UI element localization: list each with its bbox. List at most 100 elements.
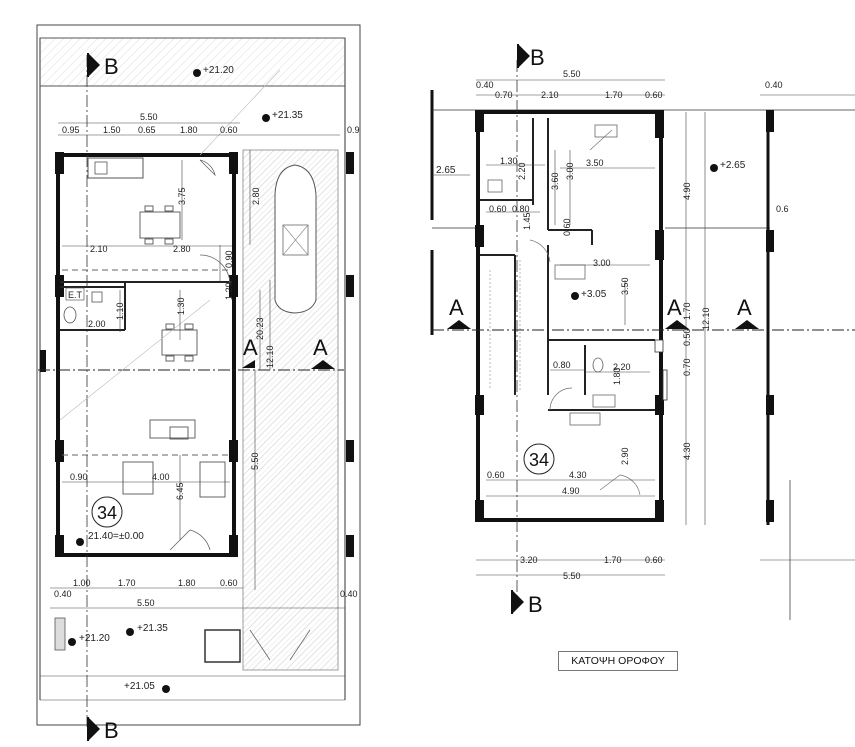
upper-section-marker-a-mid: A [665, 295, 689, 329]
dim-text: 1.80 [612, 367, 622, 385]
dim-text: 1.80 [180, 125, 198, 135]
unit-number: 34 [97, 503, 117, 523]
upper-section-marker-a-left: A [447, 295, 471, 329]
dim-text: 0.50 [682, 328, 692, 346]
dim-text: 1.00 [73, 578, 91, 588]
svg-text:A: A [243, 335, 258, 360]
dim-text: 4.90 [682, 182, 692, 200]
dim-text: 12.10 [265, 345, 275, 368]
dim-text: 3.00 [565, 162, 575, 180]
dim-text: 0.65 [138, 125, 156, 135]
dining-table-icon [139, 205, 198, 362]
dim-text: 1.50 [103, 125, 121, 135]
house-outline [56, 153, 236, 557]
dim-text: 4.90 [562, 486, 580, 496]
svg-text:B: B [528, 592, 543, 617]
dim-text: 1.10 [115, 302, 125, 320]
dim-text: 0.90 [70, 472, 88, 482]
dim-text: 0.40 [765, 80, 783, 90]
dim-text: 5.50 [563, 69, 581, 79]
svg-text:A: A [737, 295, 752, 320]
section-marker-a-2: A [311, 335, 335, 369]
dim-text: 12.10 [701, 307, 711, 330]
dim-text: 1.80 [178, 578, 196, 588]
dim-text: 0.6 [776, 204, 789, 214]
dim-text: 2.80 [251, 187, 261, 205]
dim-text: 3.75 [177, 187, 187, 205]
dim-text: 1.70 [605, 90, 623, 100]
dim-text: 3.50 [586, 158, 604, 168]
level-top: +21.20 [203, 65, 234, 76]
level-entry: +21.20 [79, 633, 110, 644]
upper-level-left: 2.65 [436, 165, 456, 176]
dim-text: 20.23 [255, 317, 265, 340]
dim-text: 0.95 [62, 125, 80, 135]
wc-fixtures [63, 291, 103, 324]
upper-interior-walls [480, 118, 655, 411]
dim-text: 0.60 [489, 204, 507, 214]
upper-level-landing: +3.05 [581, 289, 607, 300]
section-marker-b-top: B [87, 53, 119, 79]
dim-text: 2.20 [613, 362, 631, 372]
dim-text: 1.20 [224, 282, 234, 300]
dim-text: 2.10 [541, 90, 559, 100]
dim-text: 5.50 [563, 571, 581, 581]
sofa-icon [122, 419, 226, 498]
wall-columns [40, 152, 354, 557]
dim-text: 3.00 [593, 258, 611, 268]
dim-text: 4.30 [569, 470, 587, 480]
upper-level-marker-icon [571, 164, 718, 300]
dim-text: 5.50 [250, 452, 260, 470]
dim-text: 0.60 [645, 555, 663, 565]
section-marker-a-1: A [242, 335, 258, 368]
unit-number-circle [91, 496, 123, 528]
dim-text: 1.30 [176, 297, 186, 315]
wc-label: Ε.Τ [68, 290, 83, 300]
dim-text: 3.20 [520, 555, 538, 565]
entry-gate [204, 629, 241, 663]
dim-text: 3.60 [550, 172, 560, 190]
dim-text: 0.40 [54, 589, 72, 599]
dim-text: 1.70 [118, 578, 136, 588]
upper-floor-plan: 34 B B A A A 2.65 +2.65 +3.05 5. [430, 44, 855, 617]
site-boundary [36, 24, 361, 726]
dim-text: 0.60 [220, 125, 238, 135]
dim-text: 1.30 [500, 156, 518, 166]
svg-text:B: B [104, 54, 119, 79]
section-marker-b-bottom: B [87, 717, 119, 743]
upper-level-right: +2.65 [720, 160, 746, 171]
kitchen-counter [87, 157, 144, 179]
dim-text: 0.90 [224, 250, 234, 268]
dim-text: 0.70 [495, 90, 513, 100]
door-swings [169, 159, 311, 661]
svg-text:A: A [449, 295, 464, 320]
upper-section-marker-b-top: B [517, 44, 545, 70]
dim-text: 5.50 [137, 598, 155, 608]
dim-text: 2.80 [173, 244, 191, 254]
dim-text: 2.20 [517, 162, 527, 180]
upper-section-marker-b-bottom: B [511, 590, 543, 617]
staircase [489, 260, 521, 390]
upper-unit-number: 34 [529, 450, 549, 470]
upper-wall-columns [475, 110, 774, 522]
dim-text: 0.9 [347, 125, 360, 135]
dim-text: 5.50 [140, 112, 158, 122]
dim-text: 2.90 [620, 447, 630, 465]
level-lower: +21.35 [137, 623, 168, 634]
svg-text:A: A [313, 335, 328, 360]
dim-text: 2.00 [88, 319, 106, 329]
neighbor-plan: 0.40 0.6 [760, 80, 855, 620]
dim-text: 3.50 [620, 277, 630, 295]
interior-walls [60, 281, 232, 331]
dim-text: 0.40 [476, 80, 494, 90]
dim-text: 2.10 [90, 244, 108, 254]
dim-text: 0.60 [562, 218, 572, 236]
dim-text: 1.45 [522, 212, 532, 230]
level-floor: 21.40=±0.00 [88, 531, 144, 542]
upper-door-swings [529, 129, 641, 496]
front-garden [39, 37, 346, 87]
level-street: +21.05 [124, 681, 155, 692]
dim-text: 0.40 [340, 589, 358, 599]
car-icon [274, 164, 317, 314]
upper-unit-number-circle [523, 443, 555, 475]
